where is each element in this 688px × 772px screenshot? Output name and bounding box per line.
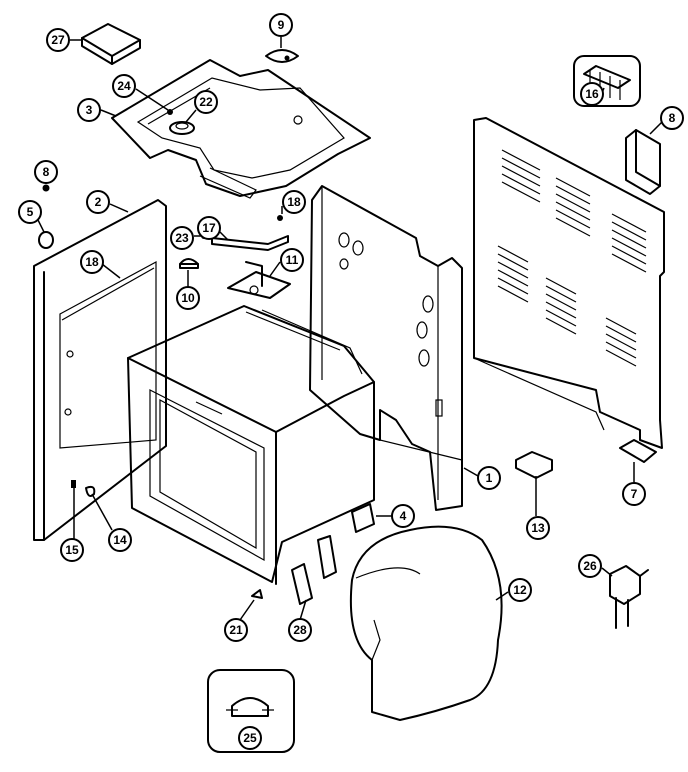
callout-26: 26 bbox=[578, 554, 602, 578]
callout-15: 15 bbox=[60, 538, 84, 562]
svg-text:15: 15 bbox=[65, 543, 79, 557]
part-17-bar bbox=[211, 235, 289, 251]
svg-text:21: 21 bbox=[229, 623, 243, 637]
part-13-clip bbox=[515, 451, 553, 479]
svg-text:9: 9 bbox=[278, 18, 285, 32]
part-18-screw bbox=[277, 215, 283, 221]
callout-7: 7 bbox=[622, 482, 646, 506]
part-11-igniter-bracket bbox=[227, 261, 291, 299]
svg-text:23: 23 bbox=[175, 231, 189, 245]
callout-28: 28 bbox=[288, 618, 312, 642]
svg-text:11: 11 bbox=[286, 253, 299, 267]
callout-27: 27 bbox=[46, 28, 70, 52]
part-10-knob bbox=[179, 258, 199, 269]
part-28-hinge bbox=[291, 535, 337, 605]
callout-23: 23 bbox=[170, 226, 194, 250]
callout-2: 2 bbox=[86, 190, 110, 214]
part-3-top-plate bbox=[111, 59, 371, 199]
part-9-pad bbox=[265, 49, 299, 63]
svg-text:14: 14 bbox=[113, 533, 127, 547]
svg-text:8: 8 bbox=[669, 111, 676, 125]
callout-18-upper: 18 bbox=[282, 190, 306, 214]
part-25-switch bbox=[207, 669, 295, 753]
part-24-screw bbox=[167, 109, 173, 115]
callout-10: 10 bbox=[176, 286, 200, 310]
callout-22: 22 bbox=[194, 90, 218, 114]
part-15-screw bbox=[71, 480, 76, 488]
callout-12: 12 bbox=[508, 578, 532, 602]
callout-4: 4 bbox=[391, 504, 415, 528]
callout-24: 24 bbox=[112, 74, 136, 98]
svg-text:25: 25 bbox=[243, 731, 257, 745]
callout-13: 13 bbox=[526, 516, 550, 540]
svg-text:13: 13 bbox=[531, 521, 545, 535]
svg-text:7: 7 bbox=[631, 487, 638, 501]
part-2-front-frame bbox=[33, 199, 167, 541]
svg-text:3: 3 bbox=[86, 103, 93, 117]
callout-8-left: 8 bbox=[34, 160, 58, 184]
svg-text:16: 16 bbox=[585, 87, 599, 101]
callout-9: 9 bbox=[269, 13, 293, 37]
callout-11: 11 bbox=[280, 248, 304, 272]
part-21-screw bbox=[251, 589, 263, 599]
svg-text:12: 12 bbox=[513, 583, 527, 597]
svg-text:10: 10 bbox=[181, 291, 195, 305]
svg-text:2: 2 bbox=[95, 195, 102, 209]
callout-16: 16 bbox=[580, 82, 604, 106]
part-6-screw bbox=[42, 184, 50, 192]
svg-text:27: 27 bbox=[51, 33, 65, 47]
callout-21: 21 bbox=[224, 618, 248, 642]
oven-cavity bbox=[127, 305, 375, 585]
part-5-grommet bbox=[38, 231, 54, 249]
svg-text:1: 1 bbox=[486, 471, 493, 485]
back-panel-louvers bbox=[497, 149, 647, 367]
part-26-plug bbox=[609, 565, 649, 629]
svg-text:26: 26 bbox=[583, 559, 597, 573]
part-8-bracket bbox=[625, 129, 661, 195]
callout-5: 5 bbox=[18, 200, 42, 224]
svg-text:5: 5 bbox=[27, 205, 34, 219]
callout-25: 25 bbox=[238, 726, 262, 750]
svg-text:28: 28 bbox=[293, 623, 307, 637]
callout-1: 1 bbox=[477, 466, 501, 490]
callout-3: 3 bbox=[77, 98, 101, 122]
part-12-insulation bbox=[349, 525, 503, 721]
part-27-module bbox=[81, 23, 141, 65]
svg-text:18: 18 bbox=[85, 255, 99, 269]
svg-text:17: 17 bbox=[202, 221, 216, 235]
part-1-side-panel bbox=[309, 185, 463, 511]
part-4-bracket bbox=[351, 503, 375, 533]
part-16-terminal-block bbox=[573, 55, 641, 107]
part-7-bracket bbox=[619, 439, 657, 463]
callout-14: 14 bbox=[108, 528, 132, 552]
callout-8-right: 8 bbox=[660, 106, 684, 130]
svg-text:24: 24 bbox=[117, 79, 131, 93]
callout-18-lower: 18 bbox=[80, 250, 104, 274]
part-14-clip bbox=[85, 485, 96, 497]
svg-text:18: 18 bbox=[287, 195, 301, 209]
callout-17: 17 bbox=[197, 216, 221, 240]
svg-text:22: 22 bbox=[199, 95, 213, 109]
part-back-panel bbox=[473, 117, 665, 449]
part-22-thermostat bbox=[169, 121, 195, 135]
svg-text:4: 4 bbox=[400, 509, 407, 523]
svg-text:8: 8 bbox=[43, 165, 50, 179]
